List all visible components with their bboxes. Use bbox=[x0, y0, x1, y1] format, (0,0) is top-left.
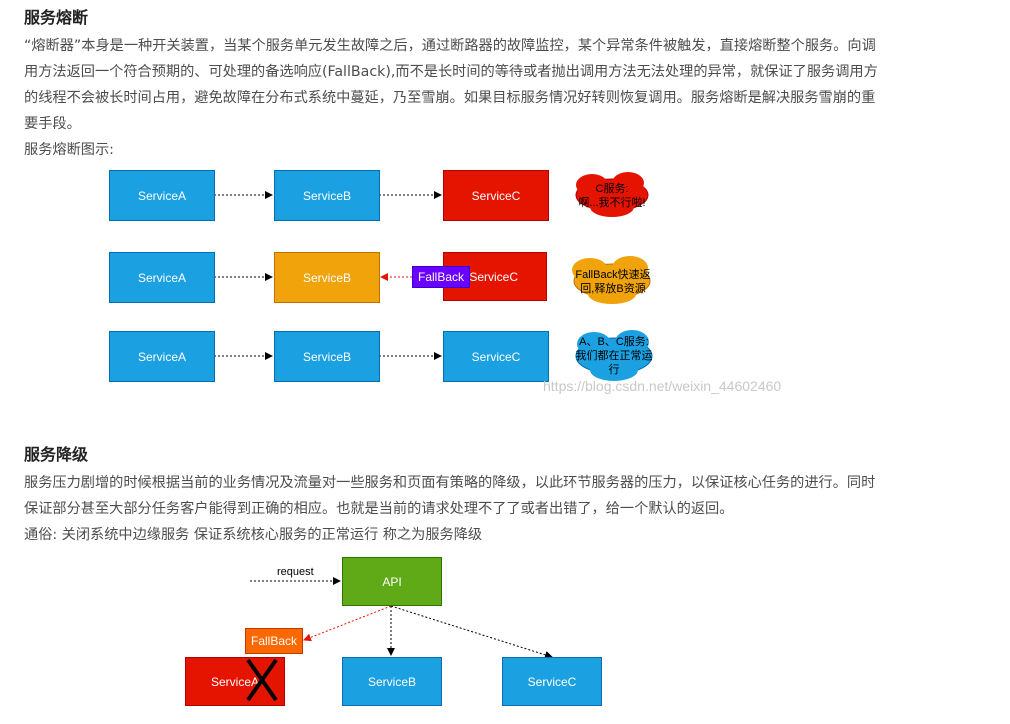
degradation-paragraph: 服务压力剧增的时候根据当前的业务情况及流量对一些服务和页面有策略的降级，以此环节… bbox=[24, 470, 986, 548]
cloud-line: A、B、C服务: bbox=[579, 336, 649, 348]
section-title-circuit-breaker: 服务熔断 bbox=[24, 8, 89, 27]
fallback-badge: FallBack bbox=[245, 628, 303, 654]
cloud-line: C服务: bbox=[595, 183, 629, 195]
diagram-caption: 服务熔断图示: bbox=[24, 142, 114, 158]
cloud-line: 我们都在正常运 bbox=[575, 350, 653, 362]
api-box: API bbox=[342, 557, 442, 606]
arrow-api-to-fallback bbox=[303, 605, 392, 642]
cloud-line: FallBack快速返 bbox=[575, 269, 651, 281]
service-a-box: ServiceA bbox=[109, 252, 215, 303]
cloud-label-blue: A、B、C服务: 我们都在正常运 行 bbox=[572, 335, 656, 377]
paragraph-line: 用方法返回一个符合预期的、可处理的备选响应(FallBack),而不是长时间的等… bbox=[24, 64, 878, 80]
diagram-caption: 通俗: 关闭系统中边缘服务 保证系统核心服务的正常运行 称之为服务降级 bbox=[24, 527, 483, 543]
service-c-box: ServiceC bbox=[443, 331, 549, 382]
service-a-box: ServiceA bbox=[109, 170, 215, 221]
paragraph-line: 要手段。 bbox=[24, 116, 81, 132]
paragraph-line: 服务压力剧增的时候根据当前的业务情况及流量对一些服务和页面有策略的降级，以此环节… bbox=[24, 475, 876, 491]
cloud-shape-orange bbox=[572, 256, 651, 304]
service-a-box: ServiceA bbox=[185, 657, 285, 706]
cloud-line: 回,释放B资源 bbox=[580, 283, 646, 295]
service-b-box: ServiceB bbox=[274, 331, 380, 382]
circuit-breaker-paragraph: “熔断器”本身是一种开关装置，当某个服务单元发生故障之后，通过断路器的故障监控，… bbox=[24, 33, 986, 163]
service-a-box: ServiceA bbox=[109, 331, 215, 382]
cloud-shape-blue bbox=[575, 330, 653, 381]
paragraph-line: 的线程不会被长时间占用，避免故障在分布式系统中蔓延，乃至雪崩。如果目标服务情况好… bbox=[24, 90, 876, 106]
service-b-box: ServiceB bbox=[274, 252, 380, 303]
request-label: request bbox=[277, 566, 314, 578]
section-title-degradation: 服务降级 bbox=[24, 445, 89, 464]
cloud-shape-red bbox=[575, 172, 649, 217]
paragraph-line: 保证部分甚至大部分任务客户能得到正确的相应。也就是当前的请求处理不了了或者出错了… bbox=[24, 501, 734, 517]
cloud-label-orange: FallBack快速返 回,释放B资源 bbox=[571, 268, 655, 296]
service-c-box: ServiceC bbox=[502, 657, 602, 706]
cloud-label-red: C服务: 啊...我不行啦! bbox=[576, 182, 648, 210]
cloud-line: 行 bbox=[608, 364, 620, 376]
watermark: https://blog.csdn.net/weixin_44602460 bbox=[543, 378, 782, 394]
service-b-box: ServiceB bbox=[342, 657, 442, 706]
paragraph-line: “熔断器”本身是一种开关装置，当某个服务单元发生故障之后，通过断路器的故障监控，… bbox=[24, 38, 876, 54]
service-c-box: ServiceC bbox=[443, 170, 549, 221]
service-b-box: ServiceB bbox=[274, 170, 380, 221]
arrow-api-to-c bbox=[390, 605, 553, 659]
cloud-line: 啊...我不行啦! bbox=[578, 197, 646, 209]
fallback-badge: FallBack bbox=[412, 266, 470, 288]
